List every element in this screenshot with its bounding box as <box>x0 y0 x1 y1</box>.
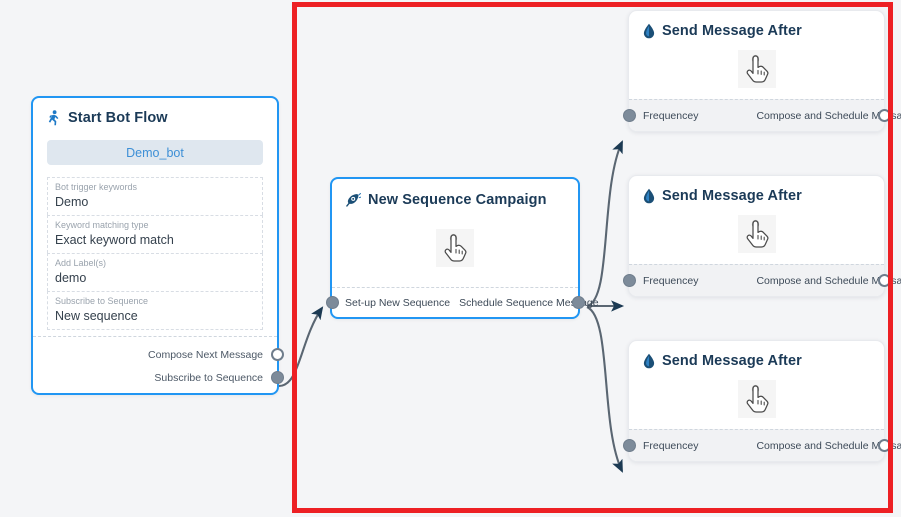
input-label-set-up-new-sequence: Set-up New Sequence <box>345 296 451 309</box>
send-message-after-footer-3: Frequencey Compose and Schedule Message <box>622 429 901 461</box>
field-bot-trigger-keywords[interactable]: Bot trigger keywords Demo <box>47 177 263 215</box>
field-label: Keyword matching type <box>55 220 149 230</box>
send-message-after-title-1: Send Message After <box>662 23 802 39</box>
send-message-after-body-2 <box>629 204 884 264</box>
edge-start-to-sequence <box>278 306 324 388</box>
node-send-message-after-1[interactable]: Send Message After Frequencey Compose an… <box>622 10 901 132</box>
field-subscribe-to-sequence[interactable]: Subscribe to Sequence New sequence <box>47 291 263 330</box>
output-port-compose-and-schedule-message-1[interactable] <box>877 109 891 122</box>
edge-sequence-to-card-3 <box>586 306 623 473</box>
bot-name-label: Demo_bot <box>126 145 184 160</box>
output-label-schedule-sequence-message: Schedule Sequence Message <box>459 296 599 309</box>
field-label: Subscribe to Sequence <box>55 296 149 306</box>
water-drop-icon <box>643 353 655 369</box>
input-label-frequencey-3: Frequencey <box>643 439 699 452</box>
output-label-compose-and-schedule-message-1: Compose and Schedule Message <box>756 109 901 122</box>
send-message-after-title-3: Send Message After <box>662 353 802 369</box>
field-value: demo <box>55 271 87 285</box>
water-drop-icon <box>643 188 655 204</box>
send-message-after-footer-2: Frequencey Compose and Schedule Message <box>622 264 901 296</box>
output-label: Compose Next Message <box>148 348 263 361</box>
field-label: Bot trigger keywords <box>55 182 138 192</box>
pointing-hand-cursor-icon <box>737 215 776 253</box>
input-port-set-up-new-sequence[interactable] <box>325 296 339 309</box>
output-port-schedule-sequence-message[interactable] <box>571 296 585 309</box>
start-bot-flow-title: Start Bot Flow <box>68 110 168 126</box>
bot-name-pill[interactable]: Demo_bot <box>47 140 263 165</box>
field-value: Demo <box>55 195 89 209</box>
input-port-frequencey-3[interactable] <box>622 439 636 452</box>
output-port-compose-and-schedule-message-3[interactable] <box>877 439 891 452</box>
send-message-after-title-2: Send Message After <box>662 188 802 204</box>
send-message-after-header-3: Send Message After <box>629 341 884 369</box>
send-message-after-body-3 <box>629 369 884 429</box>
field-keyword-matching-type[interactable]: Keyword matching type Exact keyword matc… <box>47 215 263 253</box>
new-sequence-campaign-title: New Sequence Campaign <box>368 192 547 208</box>
field-value: Exact keyword match <box>55 233 174 247</box>
field-value: New sequence <box>55 309 138 323</box>
output-port-compose-and-schedule-message-2[interactable] <box>877 274 891 287</box>
pointing-hand-cursor-icon <box>737 380 776 418</box>
output-row-subscribe-to-sequence[interactable]: Subscribe to Sequence <box>33 366 284 389</box>
start-bot-flow-header: Start Bot Flow <box>33 98 277 126</box>
running-person-icon <box>46 110 61 126</box>
send-message-after-body-1 <box>629 39 884 99</box>
pointing-hand-cursor-icon <box>737 50 776 88</box>
field-label: Add Label(s) <box>55 258 107 268</box>
input-label-frequencey-1: Frequencey <box>643 109 699 122</box>
node-send-message-after-2[interactable]: Send Message After Frequencey Compose an… <box>622 175 901 297</box>
send-message-after-header-1: Send Message After <box>629 11 884 39</box>
output-label-compose-and-schedule-message-3: Compose and Schedule Message <box>756 439 901 452</box>
new-sequence-campaign-header: New Sequence Campaign <box>332 179 578 208</box>
node-new-sequence-campaign[interactable]: New Sequence Campaign Set-up New Sequenc… <box>325 177 599 319</box>
megaphone-icon <box>344 192 361 208</box>
pointing-hand-cursor-icon <box>436 228 474 267</box>
input-port-frequencey-1[interactable] <box>622 109 636 122</box>
input-port-frequencey-2[interactable] <box>622 274 636 287</box>
new-sequence-campaign-footer: Set-up New Sequence Schedule Sequence Me… <box>325 287 599 317</box>
node-send-message-after-3[interactable]: Send Message After Frequencey Compose an… <box>622 340 901 462</box>
output-port-subscribe-to-sequence[interactable] <box>270 371 284 384</box>
output-label-compose-and-schedule-message-2: Compose and Schedule Message <box>756 274 901 287</box>
field-add-labels[interactable]: Add Label(s) demo <box>47 253 263 291</box>
water-drop-icon <box>643 23 655 39</box>
edge-sequence-to-card-1 <box>586 140 623 308</box>
new-sequence-campaign-body <box>332 208 578 287</box>
start-bot-flow-footer: Compose Next Message Subscribe to Sequen… <box>33 336 284 393</box>
output-row-compose-next-message[interactable]: Compose Next Message <box>33 343 284 366</box>
node-start-bot-flow[interactable]: Start Bot Flow Demo_bot Bot trigger keyw… <box>31 96 284 395</box>
start-bot-flow-fields: Bot trigger keywords Demo Keyword matchi… <box>47 177 263 330</box>
send-message-after-footer-1: Frequencey Compose and Schedule Message <box>622 99 901 131</box>
output-label: Subscribe to Sequence <box>154 371 263 384</box>
input-label-frequencey-2: Frequencey <box>643 274 699 287</box>
send-message-after-header-2: Send Message After <box>629 176 884 204</box>
output-port-compose-next-message[interactable] <box>270 348 284 361</box>
